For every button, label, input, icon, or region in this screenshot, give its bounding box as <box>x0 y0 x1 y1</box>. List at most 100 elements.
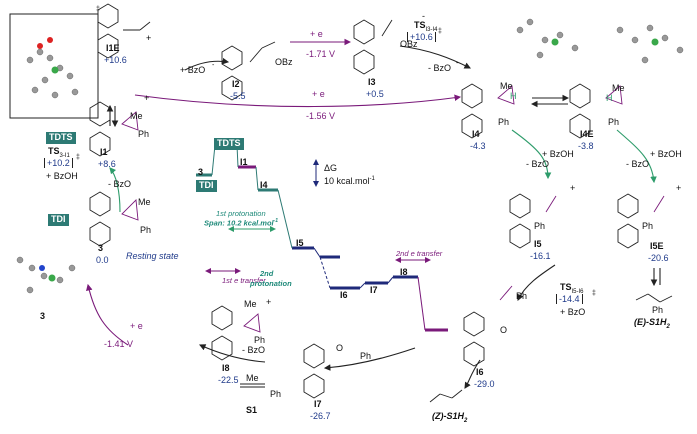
ts-i3-i4-dagger: ‡ <box>438 28 442 35</box>
tdi-badge: TDI <box>48 214 69 226</box>
species-energy-i6: -29.0 <box>474 379 495 389</box>
species-name-3-model: 3 <box>40 311 46 321</box>
ph-i4e: Ph <box>608 117 620 127</box>
plus-i8: + <box>266 297 272 307</box>
ph-i8: Ph <box>254 335 266 345</box>
ph-i4: Ph <box>498 117 510 127</box>
species-energy-i7: -26.7 <box>310 411 331 421</box>
minus-i3: - <box>422 11 425 21</box>
me-s1: Me <box>246 373 259 383</box>
bzo-minus-label-d: - BzO <box>626 159 650 169</box>
ph-product-e: Ph <box>652 305 664 315</box>
span-label: Span: 10.2 kcal.mol-1 <box>204 219 278 227</box>
species-name-i7: I7 <box>314 399 322 409</box>
ts-3-i1-sub: 3-I1 <box>59 152 70 159</box>
electron-label-c: + e <box>130 321 143 331</box>
h-i4e: H <box>606 93 613 103</box>
bzo-minus-label-e: - BzO <box>242 345 266 355</box>
level-label-tdi: TDI <box>196 180 217 192</box>
species-energy-i1e: +10.6 <box>104 55 127 65</box>
ph-i7: Ph <box>360 351 372 361</box>
ts-3-i1-value: +10.2 <box>44 158 73 168</box>
species-name-i2: I2 <box>232 79 240 89</box>
ts-3-i1-name: TS <box>48 146 60 156</box>
potential-b: -1.56 V <box>306 111 336 121</box>
ball-and-stick-models <box>9 13 684 294</box>
level-label-3: 3 <box>198 167 204 177</box>
ts-i5-i6-name: TS <box>560 282 572 292</box>
bzo-minus-label-c: - BzO <box>526 159 550 169</box>
species-name-i6: I6 <box>476 367 484 377</box>
substrate-s1: S1 <box>246 405 258 415</box>
ts-i3-i4-sub: I3-I4 <box>425 26 438 33</box>
species-name-i8: I8 <box>222 363 230 373</box>
electron-label-a: + e <box>310 29 323 39</box>
bzo-plus-label-a: + BzO <box>180 65 206 75</box>
species-name-i1: I1 <box>100 147 108 157</box>
ts-i5-i6-dagger: ‡ <box>592 290 596 297</box>
level-label-i4: I4 <box>260 180 268 190</box>
species-name-3: 3 <box>98 243 104 253</box>
product-e-name: (E)-S1H <box>634 317 667 327</box>
ts-3-i1: TS3-I1 <box>48 146 70 159</box>
ts-i5-i6-value: -14.4 <box>556 294 583 304</box>
potential-c: -1.41 V <box>104 339 134 349</box>
bzo-minus-label-a: - BzO <box>428 63 452 73</box>
plus-i1: + <box>144 93 150 103</box>
species-name-i3: I3 <box>368 77 376 87</box>
ph-s1: Ph <box>270 389 282 399</box>
bzoh-label-c: + BzOH <box>650 149 682 159</box>
species-energy-i2: -5.5 <box>230 91 246 101</box>
species-energy-i8: -22.5 <box>218 375 239 385</box>
o-i7: O <box>336 343 344 353</box>
obz-i3: OBz <box>400 39 418 49</box>
species-energy-i5: -16.1 <box>530 251 551 261</box>
product-z-sub: 2 <box>464 417 468 424</box>
species-name-i1e: I1E <box>106 43 120 53</box>
species-name-i5: I5 <box>534 239 542 249</box>
transfer-arrows <box>205 159 431 274</box>
ph-3: Ph <box>140 225 152 235</box>
level-label-i8: I8 <box>400 267 408 277</box>
product-z-name: (Z)-S1H <box>432 411 464 421</box>
ts-i5-i6: TSI5-I6 <box>560 282 584 295</box>
second-e-transfer-label: 2nd e transfer <box>396 249 443 258</box>
ts-i3-i4-name: TS <box>414 20 426 30</box>
scale-bar-sup: -1 <box>369 176 375 182</box>
delta-g-label: ΔG <box>324 163 338 173</box>
resting-state-label: Resting state <box>126 251 179 261</box>
me-i1: Me <box>130 111 143 121</box>
bzo-plus-sup-a: - <box>212 62 215 69</box>
product-z: (Z)-S1H2 <box>432 412 467 424</box>
ts-model-dagger: ‡ <box>96 6 100 13</box>
potential-a: -1.71 V <box>306 49 336 59</box>
bzoh-label-b: + BzOH <box>542 149 574 159</box>
scale-bar-label: 10 kcal.mol-1 <box>324 176 375 186</box>
bzo-minus-label-b: - BzO <box>108 179 132 189</box>
level-label-i5: I5 <box>296 238 304 248</box>
species-energy-i4: -4.3 <box>470 141 486 151</box>
ph-i5e: Ph <box>642 221 654 231</box>
plus-i1e: + <box>146 33 152 43</box>
second-protonation-a: 2nd <box>260 269 274 278</box>
second-protonation-b: protonation <box>250 279 292 288</box>
ph-i6: Ph <box>516 291 528 301</box>
product-e-sub: 2 <box>666 323 670 330</box>
energy-connectors <box>211 144 426 331</box>
bzoh-label-a: + BzOH <box>46 171 78 181</box>
me-i4: Me <box>500 81 513 91</box>
species-energy-i3: +0.5 <box>366 89 384 99</box>
ts-3-i1-dagger: ‡ <box>76 154 80 161</box>
species-energy-i1: +8.6 <box>98 159 116 169</box>
species-energy-i5e: -20.6 <box>648 253 669 263</box>
species-name-i4: I4 <box>472 129 480 139</box>
first-protonation-label: 1st protonation <box>216 209 266 218</box>
ph-i1: Ph <box>138 129 150 139</box>
first-e-transfer-label: 1st e transfer <box>222 276 266 285</box>
o-i6: O <box>500 325 508 335</box>
level-label-i7: I7 <box>370 285 378 295</box>
ts-i5-i6-sub: I5-I6 <box>571 288 584 295</box>
tdts-badge: TDTS <box>46 132 76 144</box>
